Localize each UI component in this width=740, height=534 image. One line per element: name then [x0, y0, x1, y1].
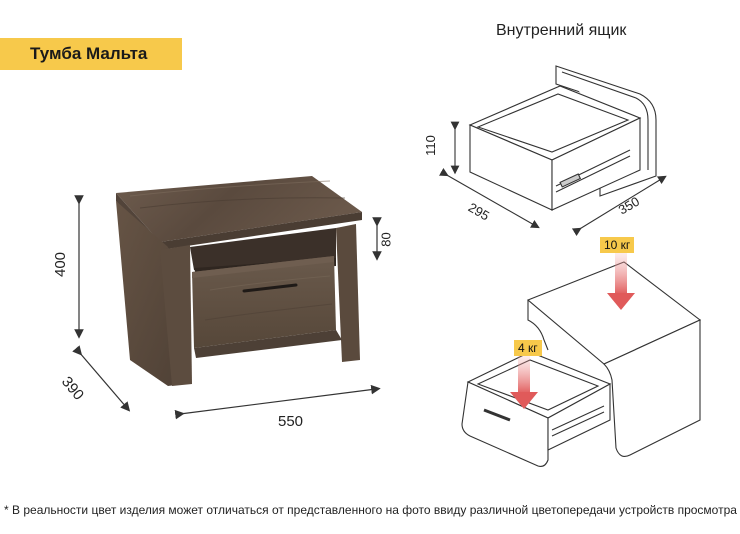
dim-top-gap: 80: [378, 232, 394, 247]
dim-drawer-height: 110: [422, 135, 438, 156]
dim-height: 400: [52, 251, 70, 278]
nightstand-image: [116, 176, 362, 386]
dim-width: 550: [278, 413, 304, 430]
inner-drawer-drawing: [468, 65, 657, 211]
title-banner: [0, 38, 182, 70]
product-title: Тумба Мальта: [30, 44, 148, 63]
load-arrows: [510, 253, 635, 409]
drawer-load-label: 4 кг: [514, 340, 542, 356]
top-load-label: 10 кг: [600, 237, 635, 253]
color-disclaimer: * В реальности цвет изделия может отлича…: [4, 503, 737, 517]
dimension-lines: [72, 195, 382, 420]
load-diagram: [461, 261, 702, 467]
inner-drawer-caption: Внутренний ящик: [496, 22, 627, 39]
